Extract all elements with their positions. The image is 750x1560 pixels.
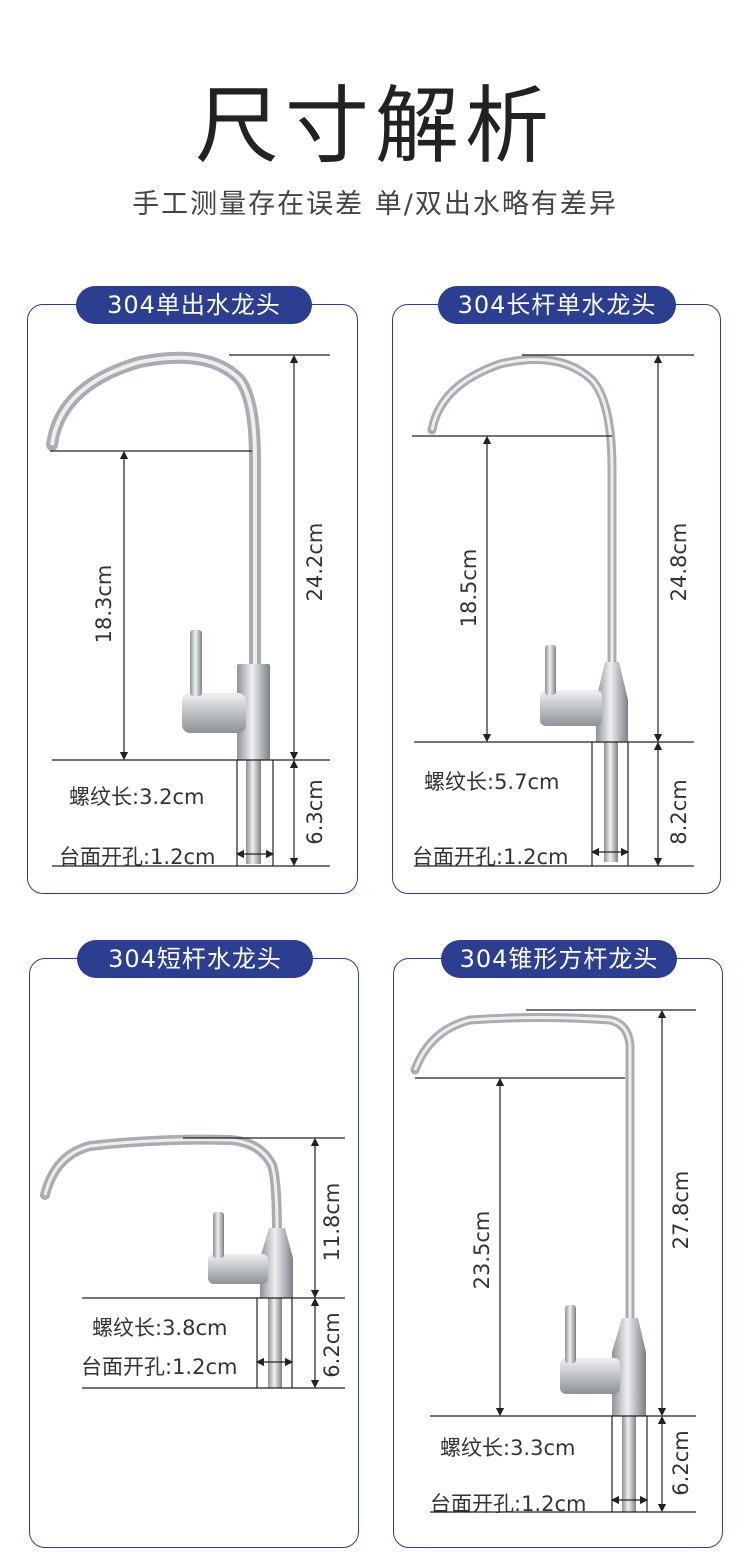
page-title: 尺寸解析 — [194, 77, 555, 175]
card-1-thread-length: 螺纹长:3.2cm — [69, 785, 205, 809]
card-3-hole-size: 台面开孔:1.2cm — [81, 1355, 238, 1379]
card-2-shank-height: 8.2cm — [667, 779, 691, 845]
card-4-spout-height: 23.5cm — [470, 1210, 494, 1290]
card-1-hole-size: 台面开孔:1.2cm — [59, 845, 216, 869]
card-4-thread-length: 螺纹长:3.3cm — [440, 1436, 576, 1460]
card-3-title: 304短杆水龙头 — [77, 940, 313, 978]
faucet-3-dimension-lines — [82, 1137, 345, 1389]
card-2-total-height: 24.8cm — [667, 522, 691, 602]
faucet-2-drawing — [427, 355, 628, 862]
card-1-shank-height: 6.3cm — [303, 779, 327, 845]
card-3-shank-height: 6.2cm — [320, 1312, 344, 1378]
faucet-1-dimension-lines — [50, 354, 330, 867]
card-2-title: 304长杆单水龙头 — [438, 286, 676, 324]
card-1-total-height: 24.2cm — [303, 522, 327, 602]
card-4-title: 304锥形方杆龙头 — [441, 940, 677, 978]
card-2-spout-height: 18.5cm — [457, 548, 481, 628]
card-1-spout-height: 18.3cm — [92, 564, 116, 644]
card-3-thread-length: 螺纹长:3.8cm — [92, 1316, 228, 1340]
faucet-1-drawing — [46, 351, 270, 864]
card-2-hole-size: 台面开孔:1.2cm — [412, 845, 569, 869]
faucet-4-dimension-lines — [415, 1009, 696, 1513]
card-3-total-height: 11.8cm — [320, 1182, 344, 1262]
card-4-total-height: 27.8cm — [669, 1170, 693, 1250]
faucet-2-dimension-lines — [412, 354, 694, 867]
card-2-thread-length: 螺纹长:5.7cm — [424, 770, 560, 794]
page-subtitle: 手工测量存在误差 单/双出水略有差异 — [132, 189, 618, 220]
card-4-hole-size: 台面开孔:1.2cm — [430, 1492, 587, 1516]
faucet-3-drawing — [40, 1134, 293, 1388]
card-1-title: 304单出水龙头 — [76, 286, 312, 324]
faucet-4-drawing — [410, 1013, 646, 1512]
card-4-shank-height: 6.2cm — [669, 1430, 693, 1496]
